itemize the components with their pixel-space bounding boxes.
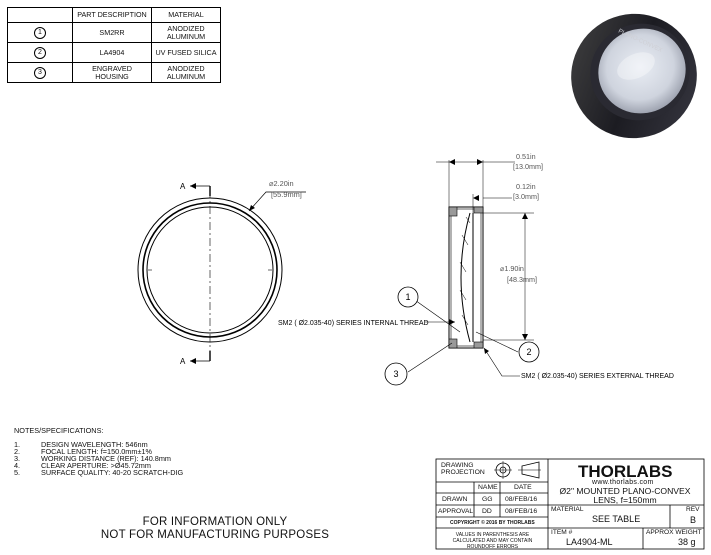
balloon-3: 3	[384, 362, 408, 386]
svg-text:2: 2	[526, 347, 531, 357]
projection-label: DRAWING PROJECTION	[441, 462, 485, 476]
material-label: MATERIAL	[551, 506, 584, 513]
internal-thread-note: SM2 ( Ø2.035-40) SERIES INTERNAL THREAD	[278, 320, 429, 327]
front-diameter-mm: [55.9mm]	[271, 190, 302, 199]
drawn-date: 08/FEB/16	[505, 496, 538, 503]
note-item: 5.SURFACE QUALITY: 40-20 SCRATCH-DIG	[14, 468, 184, 477]
title-block	[435, 458, 705, 550]
table-row: 1 SM2RR ANODIZED ALUMINUM	[7, 22, 221, 43]
drawn-label: DRAWN	[442, 496, 468, 503]
table-row: 3 ENGRAVED HOUSING ANODIZED ALUMINUM	[7, 62, 221, 83]
weight-label: APPROX WEIGHT	[646, 529, 702, 536]
balloon-2: 2	[518, 341, 540, 363]
side-view	[407, 159, 534, 377]
note-item: 1.DESIGN WAVELENGTH: 546nm	[14, 440, 148, 449]
approval-date: 08/FEB/16	[505, 508, 538, 515]
col-date: DATE	[514, 484, 532, 491]
note-item: 3.WORKING DISTANCE (REF): 140.8mm	[14, 454, 172, 463]
note-item: 2.FOCAL LENGTH: f=150.0mm±1%	[14, 447, 152, 456]
section-label-top: A	[180, 182, 186, 191]
rev-value: B	[690, 515, 697, 525]
notes-section: NOTES/SPECIFICATIONS: 1.DESIGN WAVELENGT…	[14, 427, 183, 476]
approval-name: DD	[482, 508, 492, 515]
lens-thickness-in: 0.12in	[516, 182, 536, 191]
drawn-name: GG	[482, 496, 493, 503]
weight-value: 38 g	[678, 537, 696, 547]
part-material: ANODIZED ALUMINUM	[151, 62, 221, 83]
section-label-bottom: A	[180, 357, 186, 366]
notes-title: NOTES/SPECIFICATIONS:	[14, 426, 104, 435]
external-thread-note: SM2 ( Ø2.035-40) SERIES EXTERNAL THREAD	[521, 373, 674, 380]
copyright: COPYRIGHT © 2016 BY THORLABS	[450, 520, 535, 526]
svg-text:3: 3	[393, 369, 398, 379]
balloon-1: 1	[397, 286, 419, 308]
material-value: SEE TABLE	[592, 514, 641, 524]
front-view	[137, 183, 306, 364]
product-photo: PLANO-CONVEX	[571, 13, 697, 139]
svg-text:1: 1	[405, 292, 410, 302]
company-website: www.thorlabs.com	[592, 479, 654, 486]
part-material: ANODIZED ALUMINUM	[151, 22, 221, 43]
values-note: VALUES IN PARENTHESIS ARE CALCULATED AND…	[452, 532, 533, 550]
lens-thickness-mm: [3.0mm]	[513, 192, 539, 201]
item-value: LA4904-ML	[566, 537, 613, 547]
item-balloon: 2	[34, 46, 46, 59]
drawing-title: Ø2" MOUNTED PLANO-CONVEX LENS, f=150mm	[559, 486, 691, 505]
overall-thickness-in: 0.51in	[516, 152, 536, 161]
item-balloon: 3	[34, 66, 46, 79]
company-logo: THORLABS	[578, 462, 673, 481]
clear-dia-mm: [48.3mm]	[507, 275, 537, 284]
note-item: 4.CLEAR APERTURE: >Ø45.72mm	[14, 461, 151, 470]
front-diameter-in: ⌀2.20in	[269, 179, 294, 188]
approval-label: APPROVAL	[438, 508, 474, 515]
item-label: ITEM #	[551, 529, 573, 536]
col-name: NAME	[478, 484, 498, 491]
rev-label: REV	[686, 506, 700, 513]
disclaimer: FOR INFORMATION ONLY NOT FOR MANUFACTURI…	[100, 516, 330, 541]
item-balloon: 1	[34, 26, 46, 39]
parts-table-header: PART DESCRIPTION MATERIAL	[7, 7, 221, 23]
overall-thickness-mm: [13.0mm]	[513, 162, 543, 171]
clear-dia-in: ⌀1.90in	[500, 264, 524, 273]
parts-table: PART DESCRIPTION MATERIAL 1 SM2RR ANODIZ…	[7, 7, 221, 83]
